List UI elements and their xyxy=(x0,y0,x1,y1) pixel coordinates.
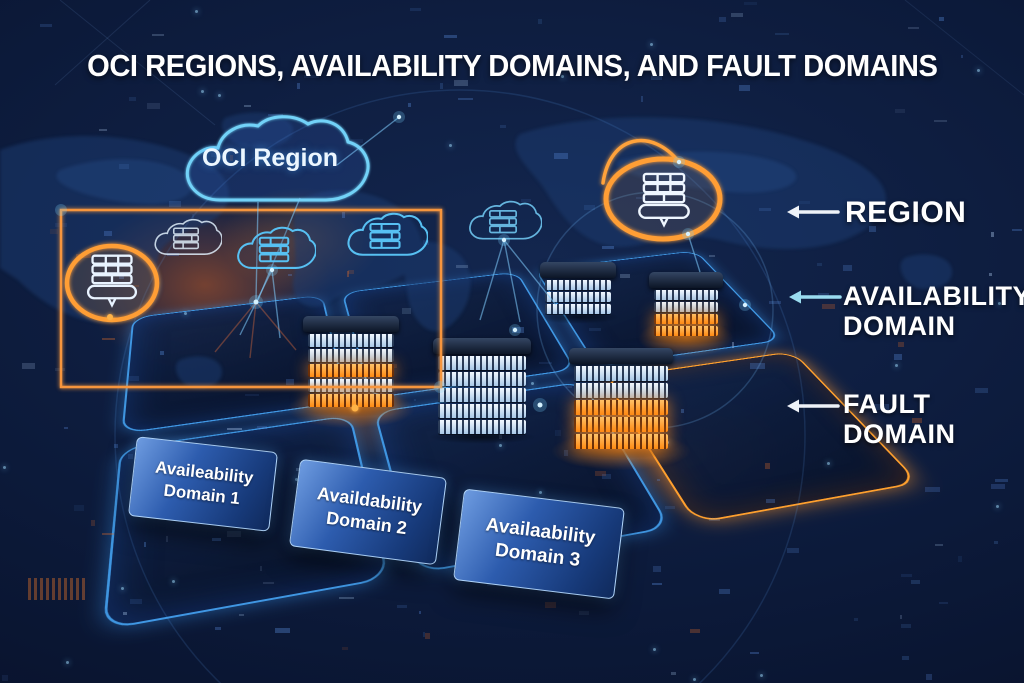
server-rack-layer-light xyxy=(308,349,394,362)
server-rack-cap xyxy=(303,316,399,332)
server-rack-cap xyxy=(540,262,616,278)
server-rack-layer-orange xyxy=(654,326,718,336)
server-rack-cap xyxy=(433,338,531,354)
server-rack-layer-light xyxy=(438,356,526,370)
arrow-left-icon xyxy=(786,397,840,415)
page-title: OCI REGIONS, AVAILABILITY DOMAINS, AND F… xyxy=(87,48,937,84)
ad1-server-stack xyxy=(308,316,394,409)
ad3-far-server-stack xyxy=(654,272,718,338)
server-rack-layer-orange xyxy=(308,364,394,377)
arrow-left-icon xyxy=(786,203,840,221)
server-rack-layer-light xyxy=(654,302,718,312)
server-rack-layer-light xyxy=(545,304,611,314)
legend-fault-domain-label: FAULT DOMAIN xyxy=(843,389,983,449)
server-rack-layer-light xyxy=(545,280,611,290)
server-rack-cap xyxy=(649,272,723,288)
server-rack-layer-light xyxy=(438,388,526,402)
ad2-far-server-stack xyxy=(545,262,611,316)
server-rack-layer-orange xyxy=(308,394,394,407)
server-rack-layer-orange xyxy=(574,400,668,415)
server-rack-layer-light xyxy=(438,420,526,434)
server-rack-layer-orange xyxy=(574,417,668,432)
server-rack-layer-light xyxy=(574,383,668,398)
server-rack-layer-orange xyxy=(654,314,718,324)
arrow-left-icon xyxy=(788,288,842,306)
availability-domain-1-label-box: Availeability Domain 1 xyxy=(128,436,278,532)
server-rack-layer-light xyxy=(438,372,526,386)
server-rack-layer-light xyxy=(438,404,526,418)
legend-availability-domain-label: AVAILABILITY DOMAIN xyxy=(843,281,1024,341)
server-rack-layer-light xyxy=(308,379,394,392)
server-rack-layer-light xyxy=(308,334,394,347)
server-rack-layer-light xyxy=(545,292,611,302)
server-rack-cap xyxy=(569,348,673,364)
ad2-server-stack xyxy=(438,338,526,436)
server-rack-layer-orange xyxy=(574,434,668,449)
oci-region-cloud-label: OCI Region xyxy=(185,144,355,173)
legend-region-label: REGION xyxy=(845,196,966,230)
ad3-server-stack xyxy=(574,348,668,451)
server-rack-layer-light xyxy=(654,290,718,300)
availability-domain-3-label-box: Availaability Domain 3 xyxy=(453,488,625,599)
server-rack-layer-light xyxy=(574,366,668,381)
